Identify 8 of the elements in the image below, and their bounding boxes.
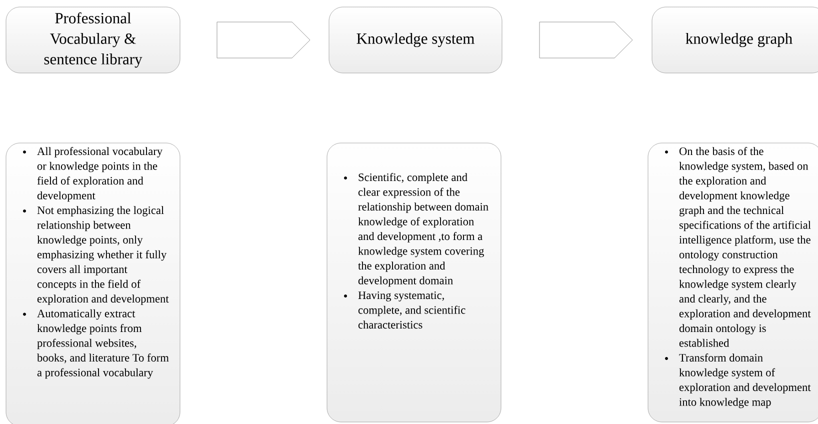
block-arrow	[216, 22, 310, 58]
process-box: Professional Vocabulary & sentence library	[6, 6, 180, 74]
block-arrow	[539, 22, 633, 58]
text-card: All professional vocabulary or knowledge points in the field of exploration and development Not emphasizing the logical relationship between knowledge points, only emphasizing whether it fully covers all important concepts in the field of exploration and development Automatically extract knowledge points from professional websites, books, and literature To form a professional vocabulary	[6, 142, 180, 424]
text-card: Scientific, complete and clear expression of the relationship between domain knowledge of exploration and development ,to form a knowledge system covering the exploration and development domain Having systematic, complete, and scientific characteristics	[326, 142, 502, 422]
process-box: Knowledge system	[328, 6, 502, 74]
text-card: On the basis of the knowledge system, based on the exploration and development knowledge graph and the technical specifications of the artificial intelligence platform, use the ontology construction technology to express the knowledge system clearly and clearly, and the exploration and development domain ontology is established Transform domain knowledge system of exploration and development into knowledge map	[648, 142, 818, 422]
process-box: knowledge graph	[652, 6, 818, 74]
